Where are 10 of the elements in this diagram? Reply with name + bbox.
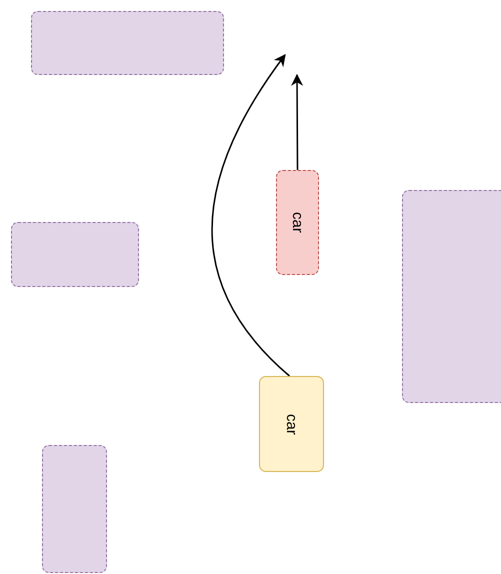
parking-space bbox=[31, 11, 224, 75]
car-box bbox=[259, 376, 324, 472]
parking-space bbox=[42, 445, 107, 573]
parking-space bbox=[11, 222, 139, 287]
arrow bbox=[291, 74, 304, 170]
car-label: car bbox=[289, 212, 306, 233]
parking-space bbox=[402, 190, 501, 403]
car-label: car bbox=[283, 414, 300, 434]
arrow bbox=[212, 54, 290, 377]
car-box bbox=[276, 170, 319, 275]
